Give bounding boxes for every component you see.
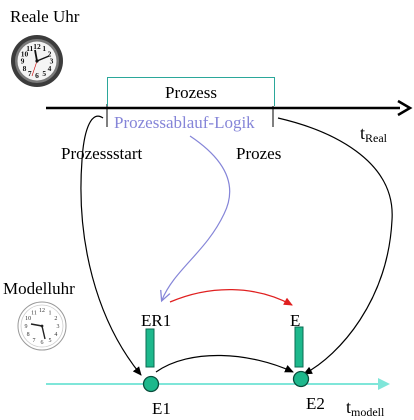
clock-numeral: 5 xyxy=(49,338,52,344)
clock-numeral: 4 xyxy=(48,64,52,73)
e1-event-node xyxy=(142,375,160,393)
clock-numeral: 3 xyxy=(57,324,60,330)
clock-numeral: 6 xyxy=(35,71,39,80)
clock-numeral: 11 xyxy=(31,310,37,316)
er1-label: ER1 xyxy=(141,311,172,330)
er2-label: E xyxy=(290,311,301,330)
clock-numeral: 7 xyxy=(28,69,32,78)
start-mapping-curve xyxy=(80,115,142,376)
er2-event-bar xyxy=(294,326,304,368)
process-start-label: Prozessstart xyxy=(61,145,143,162)
model-time-axis-label: tmodell xyxy=(346,397,385,419)
real-timeline xyxy=(46,99,413,117)
clock-numeral: 10 xyxy=(25,316,31,322)
process-box-label: Prozess xyxy=(165,83,217,102)
clock-numeral: 5 xyxy=(42,69,46,78)
e1-label: E1 xyxy=(152,399,171,418)
model-timeline xyxy=(46,378,390,390)
real-time-axis-label: tReal xyxy=(360,123,388,145)
clock-numeral: 8 xyxy=(23,64,27,73)
causal-arrow xyxy=(169,288,293,306)
event-transition-arrow xyxy=(155,354,294,373)
clock-numeral: 7 xyxy=(33,338,36,344)
clock-numeral: 9 xyxy=(21,57,25,66)
clock-numeral: 9 xyxy=(25,324,28,330)
e2-event-node xyxy=(292,370,310,388)
logic-curve xyxy=(162,135,231,300)
clock-numeral: 4 xyxy=(54,332,57,338)
model-clock-label: Modelluhr xyxy=(3,279,75,298)
real-clock-label: Reale Uhr xyxy=(10,7,80,26)
clock-numeral: 2 xyxy=(54,316,57,322)
clock-numeral: 12 xyxy=(33,42,41,51)
clock-numeral: 6 xyxy=(41,340,44,346)
process-box: Prozess xyxy=(107,77,275,106)
end-mapping-curve xyxy=(277,117,393,375)
e2-label: E2 xyxy=(306,394,325,413)
clock-numeral: 10 xyxy=(21,49,29,58)
clock-numeral: 2 xyxy=(48,49,52,58)
process-logic-label: Prozessablauf-Logik xyxy=(112,113,257,133)
clock-numeral: 12 xyxy=(39,308,45,314)
clock-numeral: 11 xyxy=(26,44,33,53)
clock-numeral: 3 xyxy=(50,57,54,66)
clock-numeral: 8 xyxy=(27,332,30,338)
clock-numeral: 1 xyxy=(49,310,52,316)
process-end-label: Prozes xyxy=(236,144,282,163)
clock-numeral: 1 xyxy=(42,44,46,53)
er1-event-bar xyxy=(145,328,155,368)
